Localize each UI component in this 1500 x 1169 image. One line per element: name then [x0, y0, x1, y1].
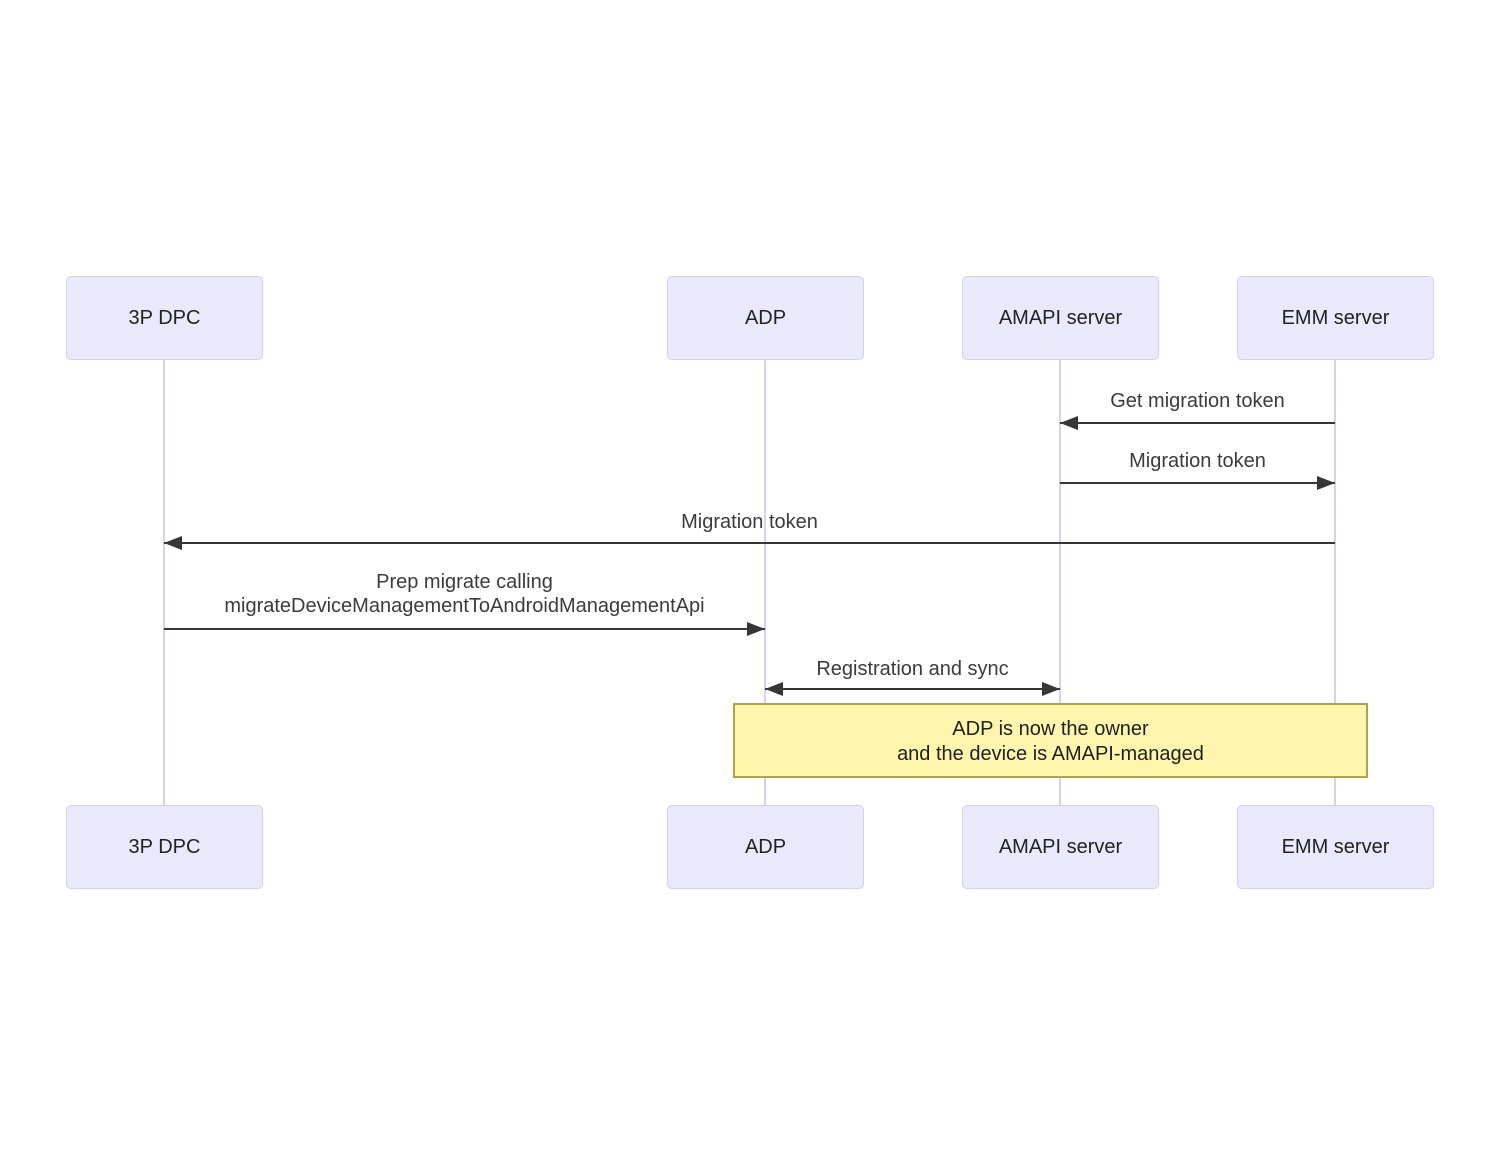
actor-top-adp: ADP	[667, 276, 864, 360]
arrowhead-left-icon	[765, 682, 783, 696]
message-migration-token-to-emm-line	[1060, 482, 1335, 484]
message-prep-migrate-line	[164, 628, 765, 630]
message-migration-token-to-dpc-line	[164, 542, 1335, 544]
lifeline-emm-server	[1334, 360, 1336, 805]
arrowhead-right-icon	[1042, 682, 1060, 696]
note-line2: and the device is AMAPI-managed	[897, 743, 1204, 765]
arrowhead-left-icon	[1060, 416, 1078, 430]
message-registration-and-sync-line	[765, 688, 1060, 690]
actor-top-emm-server: EMM server	[1237, 276, 1434, 360]
lifeline-3p-dpc	[163, 360, 165, 805]
actor-label: EMM server	[1281, 835, 1390, 858]
message-migration-token-to-dpc-label: Migration token	[681, 511, 818, 533]
message-prep-migrate-label-line2: migrateDeviceManagementToAndroidManageme…	[224, 595, 705, 617]
actor-label: EMM server	[1281, 306, 1390, 329]
arrowhead-left-icon	[164, 536, 182, 550]
message-prep-migrate-label: Prep migrate calling migrateDeviceManage…	[164, 570, 765, 618]
lifeline-amapi-server	[1059, 360, 1061, 805]
note-line1: ADP is now the owner	[952, 718, 1149, 740]
message-migration-token-to-emm-label: Migration token	[1129, 450, 1266, 472]
actor-label: ADP	[744, 306, 787, 329]
actor-bottom-emm-server: EMM server	[1237, 805, 1434, 889]
actor-top-3p-dpc: 3P DPC	[66, 276, 263, 360]
message-get-migration-token-line	[1060, 422, 1335, 424]
arrowhead-right-icon	[1317, 476, 1335, 490]
lifeline-adp	[764, 360, 766, 805]
note-adp-owner: ADP is now the owner and the device is A…	[733, 703, 1368, 778]
actor-label: AMAPI server	[998, 835, 1123, 858]
actor-top-amapi-server: AMAPI server	[962, 276, 1159, 360]
actor-label: AMAPI server	[998, 306, 1123, 329]
message-prep-migrate-label-line1: Prep migrate calling	[376, 571, 553, 593]
message-get-migration-token-label: Get migration token	[1110, 390, 1285, 412]
message-registration-and-sync-label: Registration and sync	[816, 658, 1009, 680]
actor-bottom-3p-dpc: 3P DPC	[66, 805, 263, 889]
actor-bottom-amapi-server: AMAPI server	[962, 805, 1159, 889]
actor-label: 3P DPC	[128, 835, 201, 858]
actor-label: 3P DPC	[128, 306, 201, 329]
arrowhead-right-icon	[747, 622, 765, 636]
actor-bottom-adp: ADP	[667, 805, 864, 889]
actor-label: ADP	[744, 835, 787, 858]
